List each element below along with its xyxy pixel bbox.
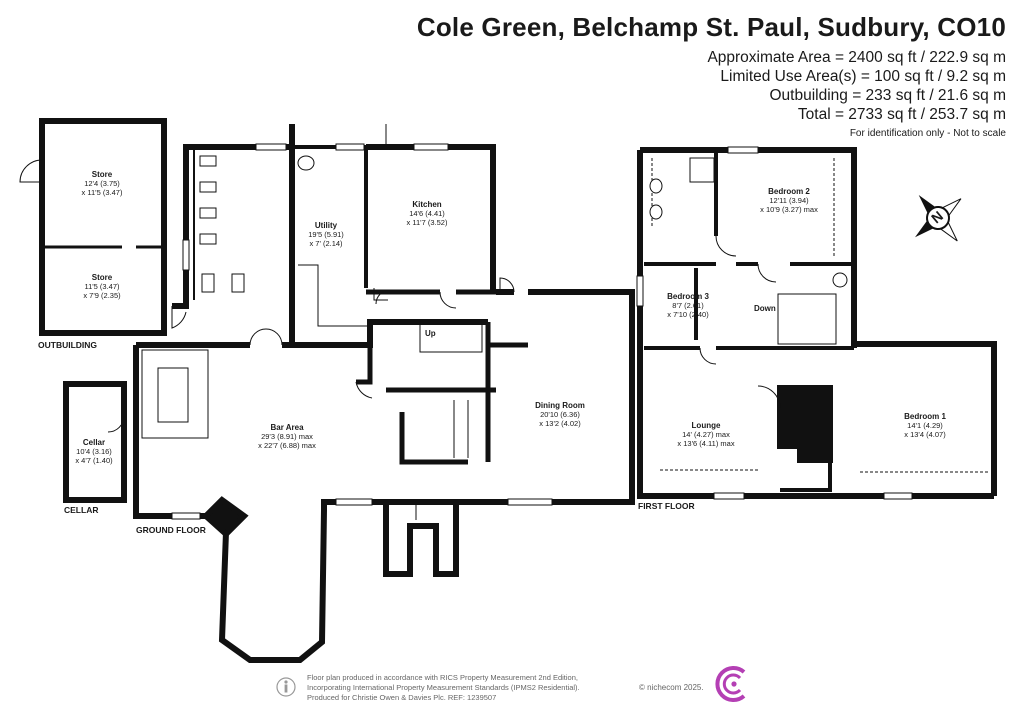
floor-label-first: FIRST FLOOR: [638, 501, 695, 511]
room-dims: x 7'9 (2.35): [83, 291, 121, 300]
room-dims: x 13'6 (4.11) max: [677, 439, 735, 448]
room-lounge: Lounge 14' (4.27) max x 13'6 (4.11) max: [677, 421, 734, 448]
room-dims: x 7'10 (2.40): [667, 310, 709, 319]
footer-text: Floor plan produced in accordance with R…: [307, 673, 580, 703]
room-name: Bar Area: [270, 423, 304, 432]
room-name: Dining Room: [535, 401, 585, 410]
page-title: Cole Green, Belchamp St. Paul, Sudbury, …: [416, 12, 1006, 42]
room-dims: x 7' (2.14): [309, 239, 343, 248]
footer-line: Produced for Christie Owen & Davies Plc.…: [307, 693, 497, 702]
room-utility: Utility 19'5 (5.91) x 7' (2.14): [308, 221, 344, 248]
room-name: Cellar: [82, 438, 106, 447]
nichecom-logo-icon: [715, 666, 746, 702]
compass-icon: [915, 195, 962, 242]
footer-line: Incorporating International Property Mea…: [307, 683, 580, 692]
ground-floor-details: [141, 264, 483, 458]
room-name: Bedroom 3: [667, 292, 709, 301]
fixtures: [199, 155, 848, 293]
accessibility-person-icon: [276, 677, 296, 697]
room-bedroom-2: Bedroom 2 12'11 (3.94) x 10'9 (3.27) max: [760, 187, 818, 214]
first-floor-walls: [637, 147, 997, 499]
footer-line: Floor plan produced in accordance with R…: [307, 673, 578, 682]
room-dims: x 10'9 (3.27) max: [760, 205, 818, 214]
room-store-2: Store 11'5 (3.47) x 7'9 (2.35): [83, 273, 120, 300]
room-name: Kitchen: [412, 200, 442, 209]
room-dims: 12'4 (3.75): [84, 179, 120, 188]
room-dims: x 4'7 (1.40): [75, 456, 113, 465]
room-dims: x 11'7 (3.52): [406, 218, 448, 227]
copyright: © nichecom 2025.: [639, 683, 704, 692]
windows: [171, 143, 913, 520]
room-dims: x 13'2 (4.02): [539, 419, 581, 428]
room-dims: 14'6 (4.41): [409, 209, 445, 218]
room-dims: 14'1 (4.29): [907, 421, 943, 430]
room-name: Lounge: [691, 421, 721, 430]
room-bar-area: Bar Area 29'3 (8.91) max x 22'7 (6.88) m…: [258, 423, 316, 450]
room-dims: x 22'7 (6.88) max: [258, 441, 316, 450]
stair-up-label: Up: [425, 329, 436, 338]
room-name: Store: [91, 170, 113, 179]
room-dims: 10'4 (3.16): [76, 447, 112, 456]
room-name: Bedroom 1: [904, 412, 946, 421]
stair-down-label: Down: [754, 304, 776, 313]
room-dining: Dining Room 20'10 (6.36) x 13'2 (4.02): [535, 401, 585, 428]
room-name: Utility: [314, 221, 338, 230]
room-cellar: Cellar 10'4 (3.16) x 4'7 (1.40): [75, 438, 112, 465]
room-dims: 14' (4.27) max: [682, 430, 730, 439]
area-approx: Approximate Area = 2400 sq ft / 222.9 sq…: [707, 49, 1006, 66]
room-name: Bedroom 2: [768, 187, 810, 196]
room-dims: 29'3 (8.91) max: [261, 432, 313, 441]
room-dims: 20'10 (6.36): [540, 410, 580, 419]
area-total: Total = 2733 sq ft / 253.7 sq m: [797, 106, 1006, 123]
room-name: Store: [91, 273, 113, 282]
room-dims: 8'7 (2.61): [672, 301, 704, 310]
room-dims: 11'5 (3.47): [84, 282, 120, 291]
area-summary: Approximate Area = 2400 sq ft / 222.9 sq…: [707, 48, 1006, 142]
room-dims: 12'11 (3.94): [769, 196, 809, 205]
doors: [19, 124, 781, 520]
room-bedroom-3: Bedroom 3 8'7 (2.61) x 7'10 (2.40): [667, 292, 709, 319]
room-store-1: Store 12'4 (3.75) x 11'5 (3.47): [82, 170, 123, 197]
outbuilding-walls: [39, 118, 167, 336]
room-dims: x 11'5 (3.47): [81, 188, 123, 197]
room-dims: 19'5 (5.91): [308, 230, 344, 239]
area-limited: Limited Use Area(s) = 100 sq ft / 9.2 sq…: [720, 68, 1006, 85]
ground-floor-walls: [133, 124, 635, 663]
floor-label-ground: GROUND FLOOR: [136, 525, 206, 535]
room-bedroom-1: Bedroom 1 14'1 (4.29) x 13'4 (4.07): [904, 412, 946, 439]
room-dims: x 13'4 (4.07): [904, 430, 946, 439]
area-outbuilding: Outbuilding = 233 sq ft / 21.6 sq m: [769, 87, 1006, 104]
room-kitchen: Kitchen 14'6 (4.41) x 11'7 (3.52): [407, 200, 448, 227]
cellar-walls: [63, 381, 127, 503]
identification-note: For identification only - Not to scale: [849, 128, 1006, 139]
floor-label-outbuilding: OUTBUILDING: [38, 340, 98, 350]
floor-label-cellar: CELLAR: [64, 505, 99, 515]
